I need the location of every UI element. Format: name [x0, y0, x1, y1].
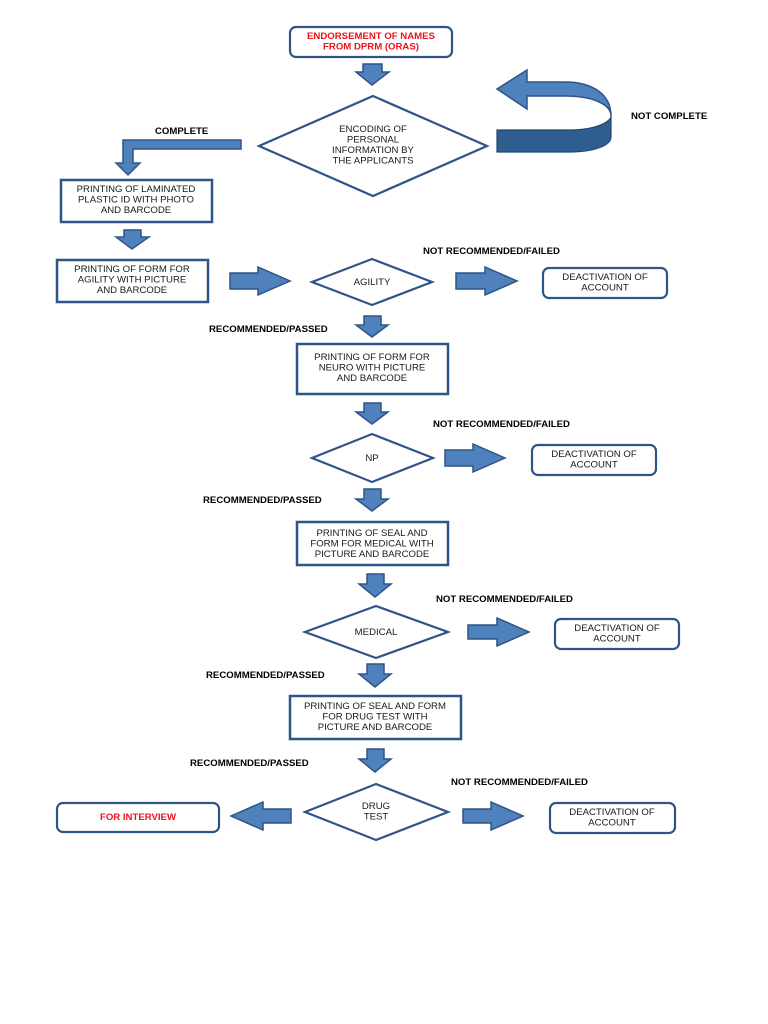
text-line: FOR DRUG TEST WITH [322, 712, 427, 723]
text-line: AGILITY WITH PICTURE [78, 275, 187, 286]
down-arrow-icon [353, 315, 391, 338]
right-arrow-icon [455, 265, 519, 297]
text-line: ENCODING OF [339, 124, 407, 135]
deactivation-box-2 [530, 443, 658, 477]
text-line: DRUG [362, 801, 390, 812]
text-line: PLASTIC ID WITH PHOTO [78, 195, 194, 206]
np-text: NP [365, 453, 378, 464]
text-line: ENDORSEMENT OF NAMES [307, 31, 436, 42]
passed-label-4: RECOMMENDED/PASSED [190, 758, 309, 769]
drug-test-diamond [302, 782, 452, 842]
text-line: AND BARCODE [97, 285, 167, 296]
down-arrow-icon [353, 488, 391, 512]
failed-label-1: NOT RECOMMENDED/FAILED [423, 246, 560, 257]
text-line: PRINTING OF LAMINATED [77, 184, 196, 195]
down-arrow-icon [353, 63, 392, 86]
right-arrow-icon [467, 616, 531, 648]
failed-label-4: NOT RECOMMENDED/FAILED [451, 777, 588, 788]
text-line: AGILITY [354, 277, 391, 288]
down-arrow-icon [356, 573, 394, 598]
down-arrow-icon [356, 663, 394, 688]
np-diamond [309, 432, 437, 484]
failed-label-2: NOT RECOMMENDED/FAILED [433, 419, 570, 430]
bent-arrow-icon [114, 139, 242, 177]
text-line: PRINTING OF FORM FOR [314, 352, 430, 363]
text-line: FORM FOR MEDICAL WITH [310, 539, 433, 550]
passed-label-3: RECOMMENDED/PASSED [206, 670, 325, 681]
deactivation-box-4 [548, 801, 677, 835]
printing-medical-box [295, 520, 450, 567]
text-line: NEURO WITH PICTURE [319, 363, 426, 374]
text-line: PRINTING OF SEAL AND [316, 528, 427, 539]
right-arrow-icon [444, 442, 507, 474]
agility-diamond [308, 257, 436, 307]
text-line: DEACTIVATION OF [569, 807, 655, 818]
medical-diamond [301, 604, 452, 660]
text-line: FOR INTERVIEW [100, 812, 177, 823]
text-line: PICTURE AND BARCODE [315, 549, 430, 560]
text-line: PERSONAL [347, 135, 400, 146]
text-line: AND BARCODE [337, 373, 407, 384]
for-interview-text: FOR INTERVIEW [100, 812, 177, 823]
text-line: PICTURE AND BARCODE [318, 722, 433, 733]
printing-id-box [59, 178, 214, 224]
text-line: DEACTIVATION OF [562, 272, 648, 283]
text-line: ACCOUNT [570, 460, 618, 471]
text-line: ACCOUNT [593, 634, 641, 645]
text-line: PRINTING OF FORM FOR [74, 264, 190, 275]
deactivation-box-3 [553, 617, 681, 651]
text-line: ACCOUNT [581, 283, 629, 294]
agility-text: AGILITY [354, 277, 391, 288]
text-line: DEACTIVATION OF [551, 449, 637, 460]
failed-label-3: NOT RECOMMENDED/FAILED [436, 594, 573, 605]
text-line: TEST [364, 812, 389, 823]
right-arrow-icon [462, 800, 525, 832]
curved-return-arrow-icon [496, 115, 612, 153]
text-line: NP [365, 453, 378, 464]
curved-return-arrow-icon [495, 68, 612, 117]
deactivation-box-1 [541, 266, 669, 300]
text-line: ACCOUNT [588, 818, 636, 829]
printing-neuro-box [295, 342, 450, 396]
passed-label-1: RECOMMENDED/PASSED [209, 324, 328, 335]
text-line: DEACTIVATION OF [574, 623, 660, 634]
complete-label: COMPLETE [155, 126, 209, 137]
printing-drug-box [288, 694, 463, 741]
for-interview-box [55, 801, 221, 834]
text-line: FROM DPRM (ORAS) [323, 42, 419, 53]
printing-agility-box [55, 258, 210, 304]
medical-text: MEDICAL [355, 627, 398, 638]
down-arrow-icon [353, 402, 391, 425]
text-line: MEDICAL [355, 627, 398, 638]
text-line: PRINTING OF SEAL AND FORM [304, 701, 446, 712]
text-line: INFORMATION BY [332, 145, 415, 156]
left-arrow-icon [229, 800, 292, 832]
text-line: AND BARCODE [101, 205, 171, 216]
endorsement-box [288, 25, 454, 59]
passed-label-2: RECOMMENDED/PASSED [203, 495, 322, 506]
right-arrow-icon [229, 265, 292, 297]
down-arrow-icon [356, 748, 394, 773]
not-complete-label: NOT COMPLETE [631, 111, 708, 122]
down-arrow-icon [113, 229, 152, 250]
encoding-diamond [256, 94, 490, 198]
text-line: THE APPLICANTS [332, 156, 413, 167]
